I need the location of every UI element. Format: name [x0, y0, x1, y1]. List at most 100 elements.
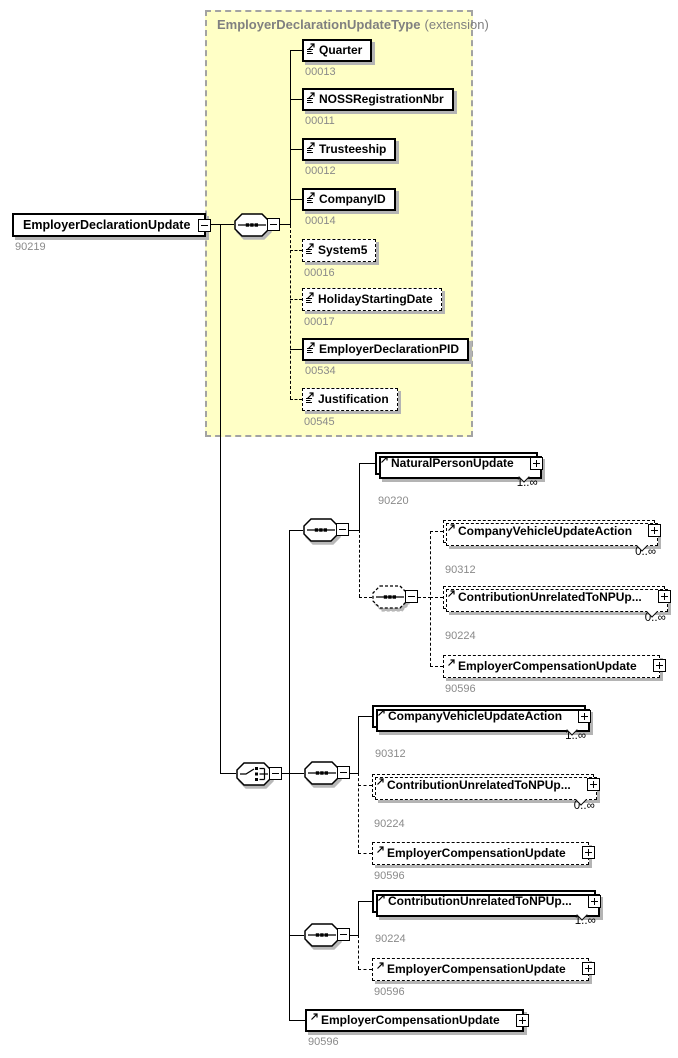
connector-line	[350, 935, 359, 936]
connector-line	[359, 530, 360, 597]
element-holiday-starting-date[interactable]: HolidayStartingDate 00017	[302, 286, 442, 328]
connector-line	[358, 901, 359, 935]
sequence-connector[interactable]	[304, 761, 340, 785]
connector-line	[290, 99, 302, 100]
element-justification[interactable]: Justification 00545	[302, 388, 398, 428]
element-employer-declaration-pid[interactable]: EmployerDeclarationPID 00534	[302, 338, 470, 377]
connector-line	[358, 853, 372, 854]
element-contribution-unrelated-to-np-update[interactable]: ContributionUnrelatedToNPUp... 0..∞ 9022…	[372, 772, 600, 830]
element-company-id[interactable]: CompanyID 00014	[302, 188, 396, 227]
group-derivation-label: (extension)	[424, 17, 489, 32]
element-label: EmployerDeclarationPID	[319, 342, 460, 356]
expand-button[interactable]	[586, 778, 600, 791]
element-ref-arrow-icon	[306, 286, 315, 307]
connector-line	[290, 299, 302, 300]
choice-connector[interactable]	[236, 762, 272, 786]
element-contribution-unrelated-to-np-update[interactable]: ContributionUnrelatedToNPUp... 1..∞ 9022…	[372, 889, 601, 945]
collapse-button[interactable]	[337, 928, 350, 941]
connector-line	[289, 935, 304, 936]
element-ref-arrow-icon	[447, 653, 456, 674]
connector-line	[430, 666, 443, 667]
collapse-button[interactable]	[336, 523, 349, 536]
element-label: EmployerCompensationUpdate	[387, 846, 566, 860]
element-id-label: 90596	[445, 683, 476, 695]
connector-line	[290, 149, 302, 150]
connector-line	[358, 716, 372, 717]
expand-button[interactable]	[515, 1014, 529, 1027]
element-label: Justification	[318, 392, 389, 406]
connector-line	[290, 399, 302, 400]
element-id-label: 90219	[15, 241, 46, 253]
element-company-vehicle-update-action[interactable]: CompanyVehicleUpdateAction 1..∞ 90312	[372, 705, 592, 760]
expand-button[interactable]	[581, 962, 595, 975]
element-employer-declaration-update[interactable]: EmployerDeclarationUpdate 90219	[12, 213, 212, 253]
element-natural-person-update[interactable]: NaturalPersonUpdate 1..∞ 90220	[375, 451, 543, 507]
connector-line	[290, 50, 302, 51]
element-trusteeship[interactable]: Trusteeship 00012	[302, 137, 397, 177]
collapse-button[interactable]	[198, 219, 212, 232]
connector-line	[430, 597, 443, 598]
expand-button[interactable]	[578, 710, 592, 723]
collapse-button[interactable]	[267, 218, 280, 231]
element-label: NaturalPersonUpdate	[391, 456, 514, 470]
connector-line	[196, 224, 234, 225]
element-employer-compensation-update[interactable]: EmployerCompensationUpdate 90596	[372, 840, 595, 882]
element-id-label: 90312	[445, 564, 476, 576]
element-ref-arrow-icon	[376, 840, 385, 861]
element-ref-arrow-icon	[376, 772, 385, 793]
element-id-label: 90224	[445, 630, 476, 642]
extension-group-title: EmployerDeclarationUpdateType(extension)	[217, 17, 489, 32]
element-company-vehicle-update-action[interactable]: CompanyVehicleUpdateAction 0..∞ 90312	[443, 520, 662, 576]
element-ref-arrow-icon	[376, 956, 385, 977]
sequence-connector[interactable]	[234, 213, 270, 237]
element-label: EmployerCompensationUpdate	[321, 1013, 500, 1027]
element-contribution-unrelated-to-np-update[interactable]: ContributionUnrelatedToNPUp... 0..∞ 9022…	[443, 586, 671, 642]
element-ref-arrow-icon	[307, 137, 316, 156]
collapse-button[interactable]	[269, 767, 282, 780]
expand-button[interactable]	[529, 457, 543, 470]
element-label: ContributionUnrelatedToNPUp...	[458, 590, 642, 604]
connector-line	[290, 199, 302, 200]
element-ref-arrow-icon	[377, 889, 386, 908]
element-quarter[interactable]: Quarter 00013	[302, 39, 373, 78]
element-id-label: 90596	[308, 1036, 339, 1048]
collapse-button[interactable]	[337, 766, 350, 779]
connector-line	[290, 50, 291, 225]
expand-button[interactable]	[657, 590, 671, 603]
connector-line	[220, 224, 221, 774]
element-id-label: 90224	[375, 933, 406, 945]
expand-button[interactable]	[652, 659, 666, 672]
element-label: CompanyVehicleUpdateAction	[388, 709, 563, 723]
element-id-label: 90596	[374, 986, 405, 998]
element-id-label: 00011	[305, 115, 335, 127]
connector-line	[289, 1020, 305, 1021]
element-label: HolidayStartingDate	[318, 292, 433, 306]
sequence-connector-optional[interactable]	[372, 585, 408, 609]
occurrence-label: 1..∞	[516, 477, 538, 489]
connector-line	[289, 530, 290, 1021]
connector-line	[289, 773, 304, 774]
connector-line	[359, 597, 372, 598]
collapse-button[interactable]	[405, 590, 418, 603]
expand-button[interactable]	[648, 524, 662, 537]
expand-button[interactable]	[587, 895, 601, 908]
occurrence-label: 1..∞	[574, 915, 596, 927]
element-noss-registration-nbr[interactable]: NOSSRegistrationNbr 00011	[302, 88, 454, 127]
element-label: NOSSRegistrationNbr	[319, 92, 444, 106]
element-employer-compensation-update[interactable]: EmployerCompensationUpdate 90596	[372, 956, 595, 998]
sequence-connector[interactable]	[304, 923, 340, 947]
element-label: Trusteeship	[319, 142, 387, 156]
occurrence-label: 0..∞	[644, 612, 666, 624]
element-label: EmployerCompensationUpdate	[387, 962, 566, 976]
element-employer-compensation-update[interactable]: EmployerCompensationUpdate 90596	[443, 653, 666, 695]
occurrence-label: 1..∞	[565, 730, 587, 742]
sequence-connector[interactable]	[303, 518, 339, 542]
element-system5[interactable]: System5 00016	[302, 239, 377, 279]
element-employer-compensation-update[interactable]: EmployerCompensationUpdate 90596	[305, 1009, 529, 1048]
element-id-label: 90224	[374, 818, 405, 830]
element-ref-arrow-icon	[380, 451, 389, 470]
element-id-label: 00016	[304, 267, 335, 279]
connector-line	[430, 531, 431, 666]
element-id-label: 90220	[378, 495, 409, 507]
expand-button[interactable]	[581, 846, 595, 859]
